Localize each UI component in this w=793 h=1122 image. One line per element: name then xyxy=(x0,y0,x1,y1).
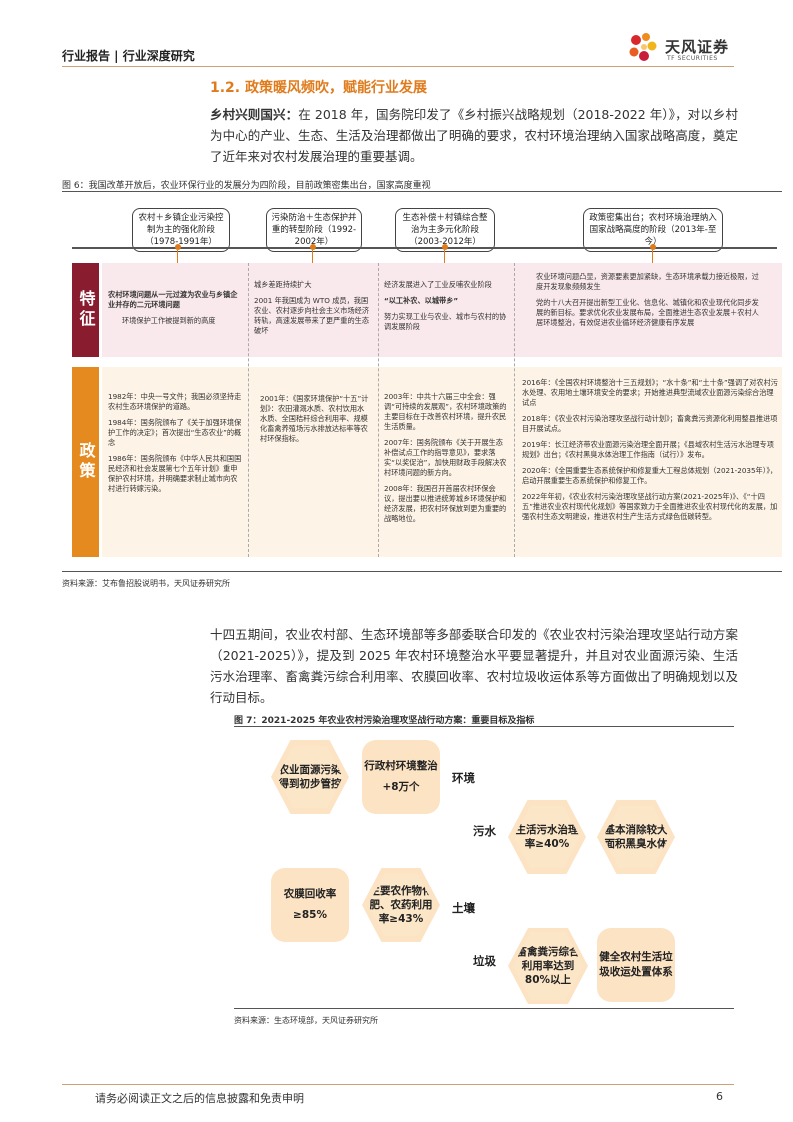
feature-text: 城乡差距持续扩大 xyxy=(254,280,312,289)
timeline-marker xyxy=(310,244,316,250)
timeline-connector xyxy=(652,250,653,263)
goal-value: ≥85% xyxy=(293,909,327,921)
policy-text: 1986年：国务院颁布《中华人民共和国国民经济和社会发展第七个五年计划》重申保护… xyxy=(108,454,242,493)
logo-flower-icon xyxy=(629,33,657,61)
policy-text: 2007年：国务院颁布《关于开展生态补偿试点工作的指导意见》，要求落实“以奖促治… xyxy=(384,438,507,477)
goal-hexagon: 农业面源污染得到初步管控 xyxy=(271,740,349,814)
category-sewage: 污水 xyxy=(473,824,496,838)
figure-6-bottom-rule xyxy=(62,571,782,572)
policy-text: 2003年：中共十六届三中全会：强调“可持续的发展观”，农村环境政策的主要目标在… xyxy=(384,392,507,431)
paragraph-body: 在 2018 年，国务院印发了《乡村振兴战略规划（2018-2022 年）》，对… xyxy=(210,107,738,164)
goal-nonpoint-pollution: 农业面源污染得到初步管控 xyxy=(277,746,343,808)
timeline-marker xyxy=(442,244,448,250)
footer-divider xyxy=(62,1084,734,1085)
goal-hexagon: 基本消除较大面积黑臭水体 xyxy=(597,800,675,874)
feature-cell-stage-4: 农业环境问题凸显，资源要素更加紧缺，生态环境承载力接近极限，过度开发现象频频发生… xyxy=(536,272,762,334)
feature-cell-stage-3: 经济发展进入了工业反哺农业阶段 “以工补农、以城带乡” 努力实现工业与农业、城市… xyxy=(384,280,510,338)
policy-text: 1982年：中央一号文件；我国必须坚持走农村生态环境保护的道路。 xyxy=(108,392,242,411)
category-waste: 垃圾 xyxy=(473,954,496,968)
feature-text: 环境保护工作被提到新的高度 xyxy=(122,316,216,325)
feature-text: 努力实现工业与农业、城市与农村的协调发展阶段 xyxy=(384,312,507,331)
policy-text: 2022年年初，《农业农村污染治理攻坚战行动方案(2021-2025年)》、《“… xyxy=(522,492,778,521)
goal-black-odorous-water: 基本消除较大面积黑臭水体 xyxy=(603,806,669,868)
timeline-marker xyxy=(650,244,656,250)
figure-7-caption: 图 7：2021-2025 年农业农村污染治理攻坚战行动方案：重要目标及指标 xyxy=(234,716,535,726)
feature-text: 农业环境问题凸显，资源要素更加紧缺，生态环境承载力接近极限，过度开发现象频频发生 xyxy=(536,272,759,291)
logo-text: 天风证券 xyxy=(665,38,730,56)
feature-text: 党的十八大召开提出新型工业化、信息化、城镇化和农业现代化同步发展的新目标。要求优… xyxy=(536,298,759,327)
column-divider xyxy=(514,263,515,557)
figure-6-top-rule xyxy=(62,191,782,192)
goal-sewage-treatment-rate: 生活污水治理率≥40% xyxy=(514,806,580,868)
policy-text: 2001年：《国家环境保护“十五”计划》：农田灌溉水质、农村饮用水水质、全国秸秆… xyxy=(260,394,369,443)
timeline-axis xyxy=(72,247,777,249)
paragraph-14th-five-year: 十四五期间，农业农村部、生态环境部等多部委联合印发的《农业农村污染治理攻坚站行动… xyxy=(210,627,738,705)
feature-row-label: 特征 xyxy=(72,263,99,357)
policy-cell-stage-4: 2016年：《全国农村环境整治十三五规划》；“水十条”和“土十条”强调了对农村污… xyxy=(522,378,778,528)
figure-6-source: 资料来源：艾布鲁招股说明书，天风证券研究所 xyxy=(62,579,230,588)
timeline-connector xyxy=(444,250,445,263)
policy-cell-stage-2: 2001年：《国家环境保护“十五”计划》：农田灌溉水质、农村饮用水水质、全国秸秆… xyxy=(260,394,370,450)
timeline-connector xyxy=(312,250,313,263)
timeline-connector xyxy=(177,250,178,263)
feature-text: “以工补农、以城带乡” xyxy=(384,296,459,305)
goal-label: 农膜回收率 xyxy=(283,888,337,900)
policy-text: 2018年：《农业农村污染治理攻坚战行动计划》；畜禽粪污资源化利用整县推进项目开… xyxy=(522,414,778,433)
report-category: 行业报告 | 行业深度研究 xyxy=(62,49,195,63)
goal-film-recovery: 农膜回收率 ≥85% xyxy=(271,868,349,942)
footer-disclaimer: 请务必阅读正文之后的信息披露和免责申明 xyxy=(95,1092,304,1105)
policy-row-label: 政策 xyxy=(72,367,99,557)
policy-cell-stage-3: 2003年：中共十六届三中全会：强调“可持续的发展观”，农村环境政策的主要目标在… xyxy=(384,392,510,530)
goal-fertilizer-utilization: 主要农作物化肥、农药利用率≥43% xyxy=(368,874,434,936)
policy-text: 1984年：国务院颁布了《关于加强环境保护工作的决定》；首次提出“生态农业”的概… xyxy=(108,418,242,447)
goal-value: 80%以上 xyxy=(524,974,572,986)
paragraph-lead: 乡村兴则国兴： xyxy=(210,107,299,122)
feature-text: 经济发展进入了工业反哺农业阶段 xyxy=(384,280,492,289)
policy-row-band xyxy=(102,367,782,557)
figure-7-bottom-rule xyxy=(234,1008,734,1009)
category-environment: 环境 xyxy=(452,771,475,785)
goal-hexagon: 主要农作物化肥、农药利用率≥43% xyxy=(362,868,440,942)
figure-6-caption: 图 6：我国改革开放后，农业环保行业的发展分为四阶段，目前政策密集出台，国家高度… xyxy=(62,181,431,191)
policy-text: 2008年：我国召开首届农村环保会议，提出要以推进统筹城乡环境保护和经济发展，把… xyxy=(384,484,507,523)
figure-7-source: 资料来源：生态环境部，天风证券研究所 xyxy=(234,1016,378,1025)
logo xyxy=(626,30,736,66)
page-number: 6 xyxy=(716,1090,723,1103)
feature-text: 农村环境问题从一元过渡为农业与乡镇企业并存的二元环境问题 xyxy=(108,290,238,309)
paragraph-rural-revitalization: 乡村兴则国兴：在 2018 年，国务院印发了《乡村振兴战略规划（2018-202… xyxy=(210,104,738,167)
policy-text: 2019年：长江经济带农业面源污染治理全面开展；《县域农村生活污水治理专项规划》… xyxy=(522,440,774,459)
figure-7-top-rule xyxy=(234,726,734,727)
category-soil: 土壤 xyxy=(452,901,475,915)
section-title: 1.2. 政策暖风频吹，赋能行业发展 xyxy=(210,80,427,96)
stage-3-box: 生态补偿＋村镇综合整治为主多元化阶段（2003-2012年） xyxy=(395,208,495,252)
column-divider xyxy=(378,263,379,557)
feature-text: 2001 年我国成为 WTO 成员，我国农业、农村逐步向社会主义市场经济转轨，高… xyxy=(254,296,370,335)
goal-label: 行政村环境整治 xyxy=(364,760,438,772)
goal-label: 畜禽粪污综合利用率达到 xyxy=(516,946,580,972)
policy-text: 2016年：《全国农村环境整治十三五规划》；“水十条”和“土十条”强调了对农村污… xyxy=(522,378,778,407)
feature-cell-stage-2: 城乡差距持续扩大 2001 年我国成为 WTO 成员，我国农业、农村逐步向社会主… xyxy=(254,280,374,342)
logo-subtext: TF SECURITIES xyxy=(667,55,718,62)
feature-row-band xyxy=(102,263,782,357)
goal-hexagon: 生活污水治理率≥40% xyxy=(508,800,586,874)
stage-1-box: 农村＋乡镇企业污染控制为主的强化阶段（1978-1991年） xyxy=(132,208,230,252)
timeline-marker xyxy=(175,244,181,250)
goal-value: +8万个 xyxy=(382,781,420,793)
goal-hexagon: 畜禽粪污综合利用率达到 80%以上 xyxy=(508,928,588,1004)
column-divider xyxy=(248,263,249,557)
goal-manure-utilization: 畜禽粪污综合利用率达到 80%以上 xyxy=(513,932,583,1000)
policy-cell-stage-1: 1982年：中央一号文件；我国必须坚持走农村生态环境保护的道路。 1984年：国… xyxy=(108,392,244,500)
goal-garbage-system: 健全农村生活垃圾收运处置体系 xyxy=(597,928,675,1002)
header-divider xyxy=(62,66,734,67)
policy-text: 2020年：《全国重要生态系统保护和修复重大工程总体规划（2021-2035年）… xyxy=(522,466,778,485)
feature-cell-stage-1: 农村环境问题从一元过渡为农业与乡镇企业并存的二元环境问题 环境保护工作被提到新的… xyxy=(108,290,244,332)
goal-village-remediation: 行政村环境整治 +8万个 xyxy=(362,740,440,814)
